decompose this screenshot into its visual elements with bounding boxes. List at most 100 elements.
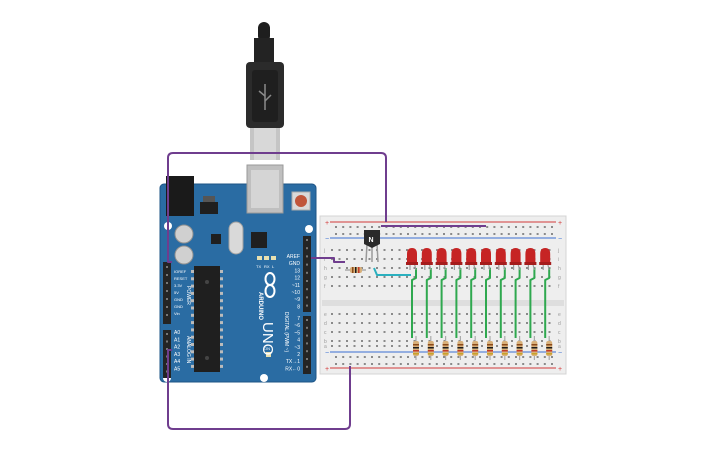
- wire-pin-to-resistor[interactable]: [311, 257, 345, 263]
- led-resistor[interactable]: [487, 336, 493, 360]
- transistor-label: N: [369, 237, 374, 244]
- mounting-hole: [260, 374, 268, 382]
- row-letter: d: [324, 321, 327, 327]
- led-resistor[interactable]: [531, 336, 538, 360]
- led-wire[interactable]: [485, 268, 491, 338]
- base-resistor[interactable]: [345, 267, 366, 273]
- led-wire[interactable]: [425, 268, 432, 338]
- led-wire[interactable]: [455, 268, 462, 338]
- reset-button-cap[interactable]: [295, 195, 307, 207]
- power-pin-label: GND: [174, 304, 183, 309]
- capacitor: [174, 224, 194, 244]
- analog-pin-label: A3: [174, 352, 180, 358]
- led-wire[interactable]: [411, 268, 417, 338]
- led-wires[interactable]: [411, 268, 551, 338]
- on-led: [266, 352, 271, 357]
- arduino-infinity-icon: [264, 272, 276, 298]
- led-resistor[interactable]: [501, 336, 508, 360]
- row-letter: e: [324, 312, 327, 318]
- power-header[interactable]: [163, 262, 171, 324]
- row-letter: j: [323, 248, 325, 254]
- digital-pin-label: TX→1: [286, 359, 300, 365]
- led-resistor[interactable]: [413, 336, 419, 360]
- row-letter: c: [324, 330, 327, 336]
- led-resistor[interactable]: [516, 336, 523, 360]
- led-wire[interactable]: [440, 268, 447, 338]
- power-pin-label: Vin: [174, 311, 180, 316]
- red-led[interactable]: [524, 248, 537, 271]
- led-resistor[interactable]: [427, 336, 434, 360]
- led-resistor[interactable]: [442, 336, 449, 360]
- led-wire[interactable]: [529, 268, 536, 338]
- led-resistor[interactable]: [472, 336, 479, 360]
- digital-label: DIGITAL (PWM ~): [283, 312, 289, 352]
- row-letter: i: [324, 257, 325, 263]
- bottom-rail-holes: [335, 356, 553, 365]
- digital-pin-label: ~6: [294, 323, 300, 329]
- wire-gnd-to-rail[interactable]: [167, 349, 351, 430]
- analog-pin-label: A2: [174, 345, 180, 351]
- row-letter: a: [324, 344, 327, 350]
- digital-pin-label: 2: [297, 352, 300, 358]
- red-led[interactable]: [480, 248, 492, 271]
- tx-label: TX: [256, 264, 261, 269]
- row-letter: h: [324, 266, 327, 272]
- led-array[interactable]: [406, 248, 552, 271]
- npn-transistor[interactable]: N: [364, 230, 380, 263]
- digital-pin-label: ~9: [294, 297, 300, 303]
- led-resistor[interactable]: [546, 336, 553, 360]
- analog-pin-label: A5: [174, 367, 180, 373]
- led-wire[interactable]: [544, 268, 551, 338]
- digital-pin-label: ~5: [294, 330, 300, 336]
- l-led: [271, 256, 276, 260]
- usb-plug-icon[interactable]: [246, 22, 284, 160]
- wires[interactable]: [167, 152, 551, 430]
- power-pin-label: IOREF: [174, 269, 187, 274]
- led-resistors[interactable]: [413, 336, 553, 360]
- header-holes: [166, 239, 308, 373]
- led-wire[interactable]: [470, 268, 477, 338]
- on-label: ON: [264, 346, 270, 351]
- analog-pin-label: A0: [174, 330, 180, 336]
- usb-controller-chip: [251, 232, 267, 248]
- chip-pins: [191, 270, 223, 368]
- digital-header-bottom[interactable]: [303, 316, 311, 374]
- red-led[interactable]: [450, 248, 463, 271]
- led-wire[interactable]: [514, 268, 521, 338]
- wire-transistor-to-leds[interactable]: [373, 267, 411, 276]
- mounting-hole: [305, 225, 313, 233]
- led-resistor[interactable]: [457, 336, 464, 360]
- row-letter: i: [558, 257, 559, 263]
- red-led[interactable]: [420, 248, 433, 271]
- capacitor: [174, 245, 194, 265]
- rail-sign-plus: +: [558, 366, 562, 373]
- rail-sign-minus: −: [558, 350, 562, 357]
- rail-sign-minus: −: [325, 236, 329, 243]
- red-led[interactable]: [406, 248, 418, 271]
- row-letter: b: [558, 339, 561, 345]
- red-led[interactable]: [465, 248, 478, 271]
- rail-sign-minus: −: [558, 236, 562, 243]
- red-led[interactable]: [539, 248, 552, 271]
- brand-label: ARDUINO: [257, 292, 263, 320]
- wire-5v-to-rail[interactable]: [167, 152, 387, 263]
- digital-header-top[interactable]: [303, 236, 311, 312]
- red-led[interactable]: [494, 248, 507, 271]
- l-label: L: [272, 264, 275, 269]
- row-letter: g: [558, 275, 561, 281]
- tx-led: [257, 256, 262, 260]
- red-led[interactable]: [435, 248, 448, 271]
- crystal-oscillator: [228, 221, 244, 255]
- analog-pin-label: A1: [174, 337, 180, 343]
- row-letter: e: [558, 312, 561, 318]
- dc-power-jack[interactable]: [166, 176, 194, 216]
- rail-sign-plus: +: [325, 366, 329, 373]
- led-wire[interactable]: [499, 268, 506, 338]
- red-led[interactable]: [509, 248, 522, 271]
